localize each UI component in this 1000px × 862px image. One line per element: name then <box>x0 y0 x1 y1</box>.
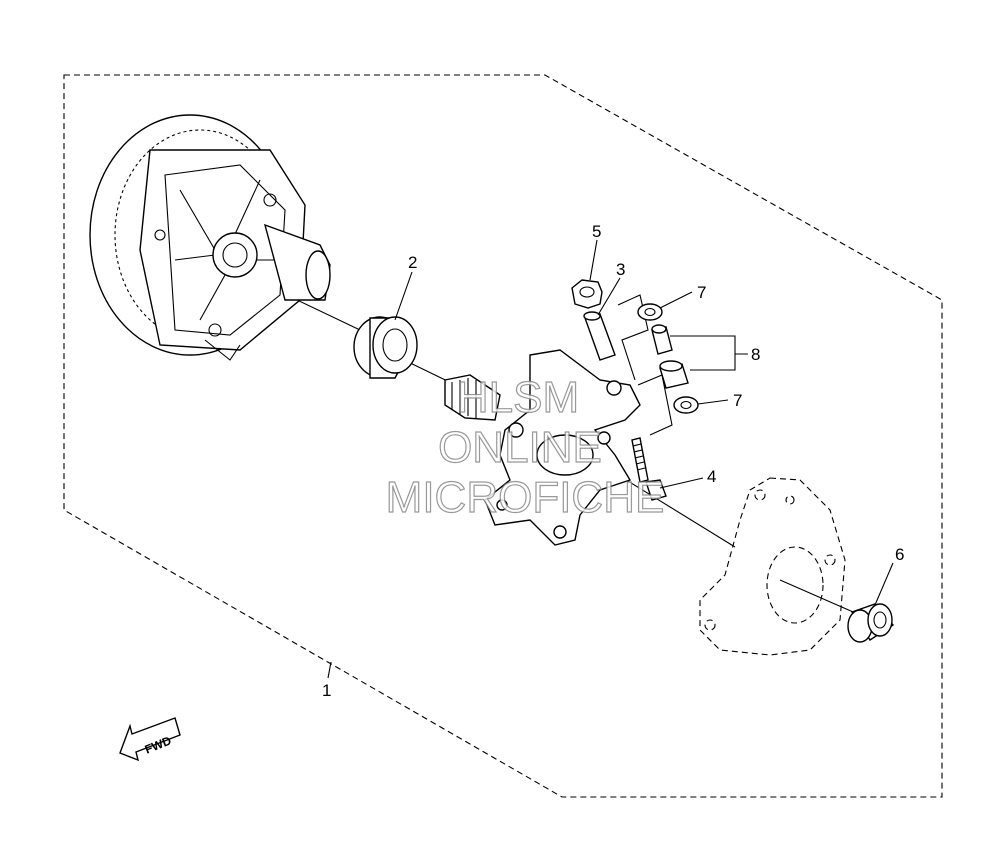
washer-7-upper <box>637 303 663 321</box>
spacer-tube-3 <box>583 311 616 361</box>
callout-5: 5 <box>592 222 601 241</box>
nut-5 <box>571 279 603 309</box>
cover-plate <box>699 477 846 656</box>
callout-7-upper: 7 <box>697 283 706 302</box>
bushing-8-large <box>659 360 689 389</box>
callout-2: 2 <box>408 253 417 272</box>
leader-line-1 <box>327 661 332 679</box>
bushing-8-small <box>651 324 673 355</box>
bearing-ring-2 <box>353 316 418 379</box>
watermark-line-2: ONLINE <box>438 423 602 472</box>
callout-7-lower: 7 <box>733 391 742 410</box>
washer-7-lower <box>673 396 699 414</box>
fwd-arrow-icon: FWD <box>119 717 181 762</box>
spider-assembly <box>444 349 641 546</box>
bolt-4 <box>631 437 667 501</box>
assembly-boundary <box>63 74 943 798</box>
callout-8: 8 <box>751 345 760 364</box>
bushing-group-bracket <box>617 294 673 436</box>
leader-line-3 <box>597 277 621 316</box>
leader-line-7-lower <box>697 399 729 405</box>
primary-clutch-housing <box>89 114 331 361</box>
watermark-line-3: MICROFICHE <box>386 473 665 522</box>
watermark-line-1: HLSM <box>457 373 579 422</box>
leader-line-6 <box>874 562 894 606</box>
leader-line-8 <box>670 335 748 371</box>
callout-3: 3 <box>616 260 625 279</box>
leader-line-7-upper <box>659 291 693 309</box>
callout-1: 1 <box>322 681 331 700</box>
watermark: HLSM ONLINE MICROFICHE <box>385 372 665 522</box>
bearing-6 <box>847 603 895 643</box>
callout-4: 4 <box>707 467 716 486</box>
leader-line-4 <box>659 477 704 489</box>
leader-line-2 <box>394 271 413 321</box>
leader-line-5 <box>589 239 598 281</box>
callout-6: 6 <box>895 545 904 564</box>
